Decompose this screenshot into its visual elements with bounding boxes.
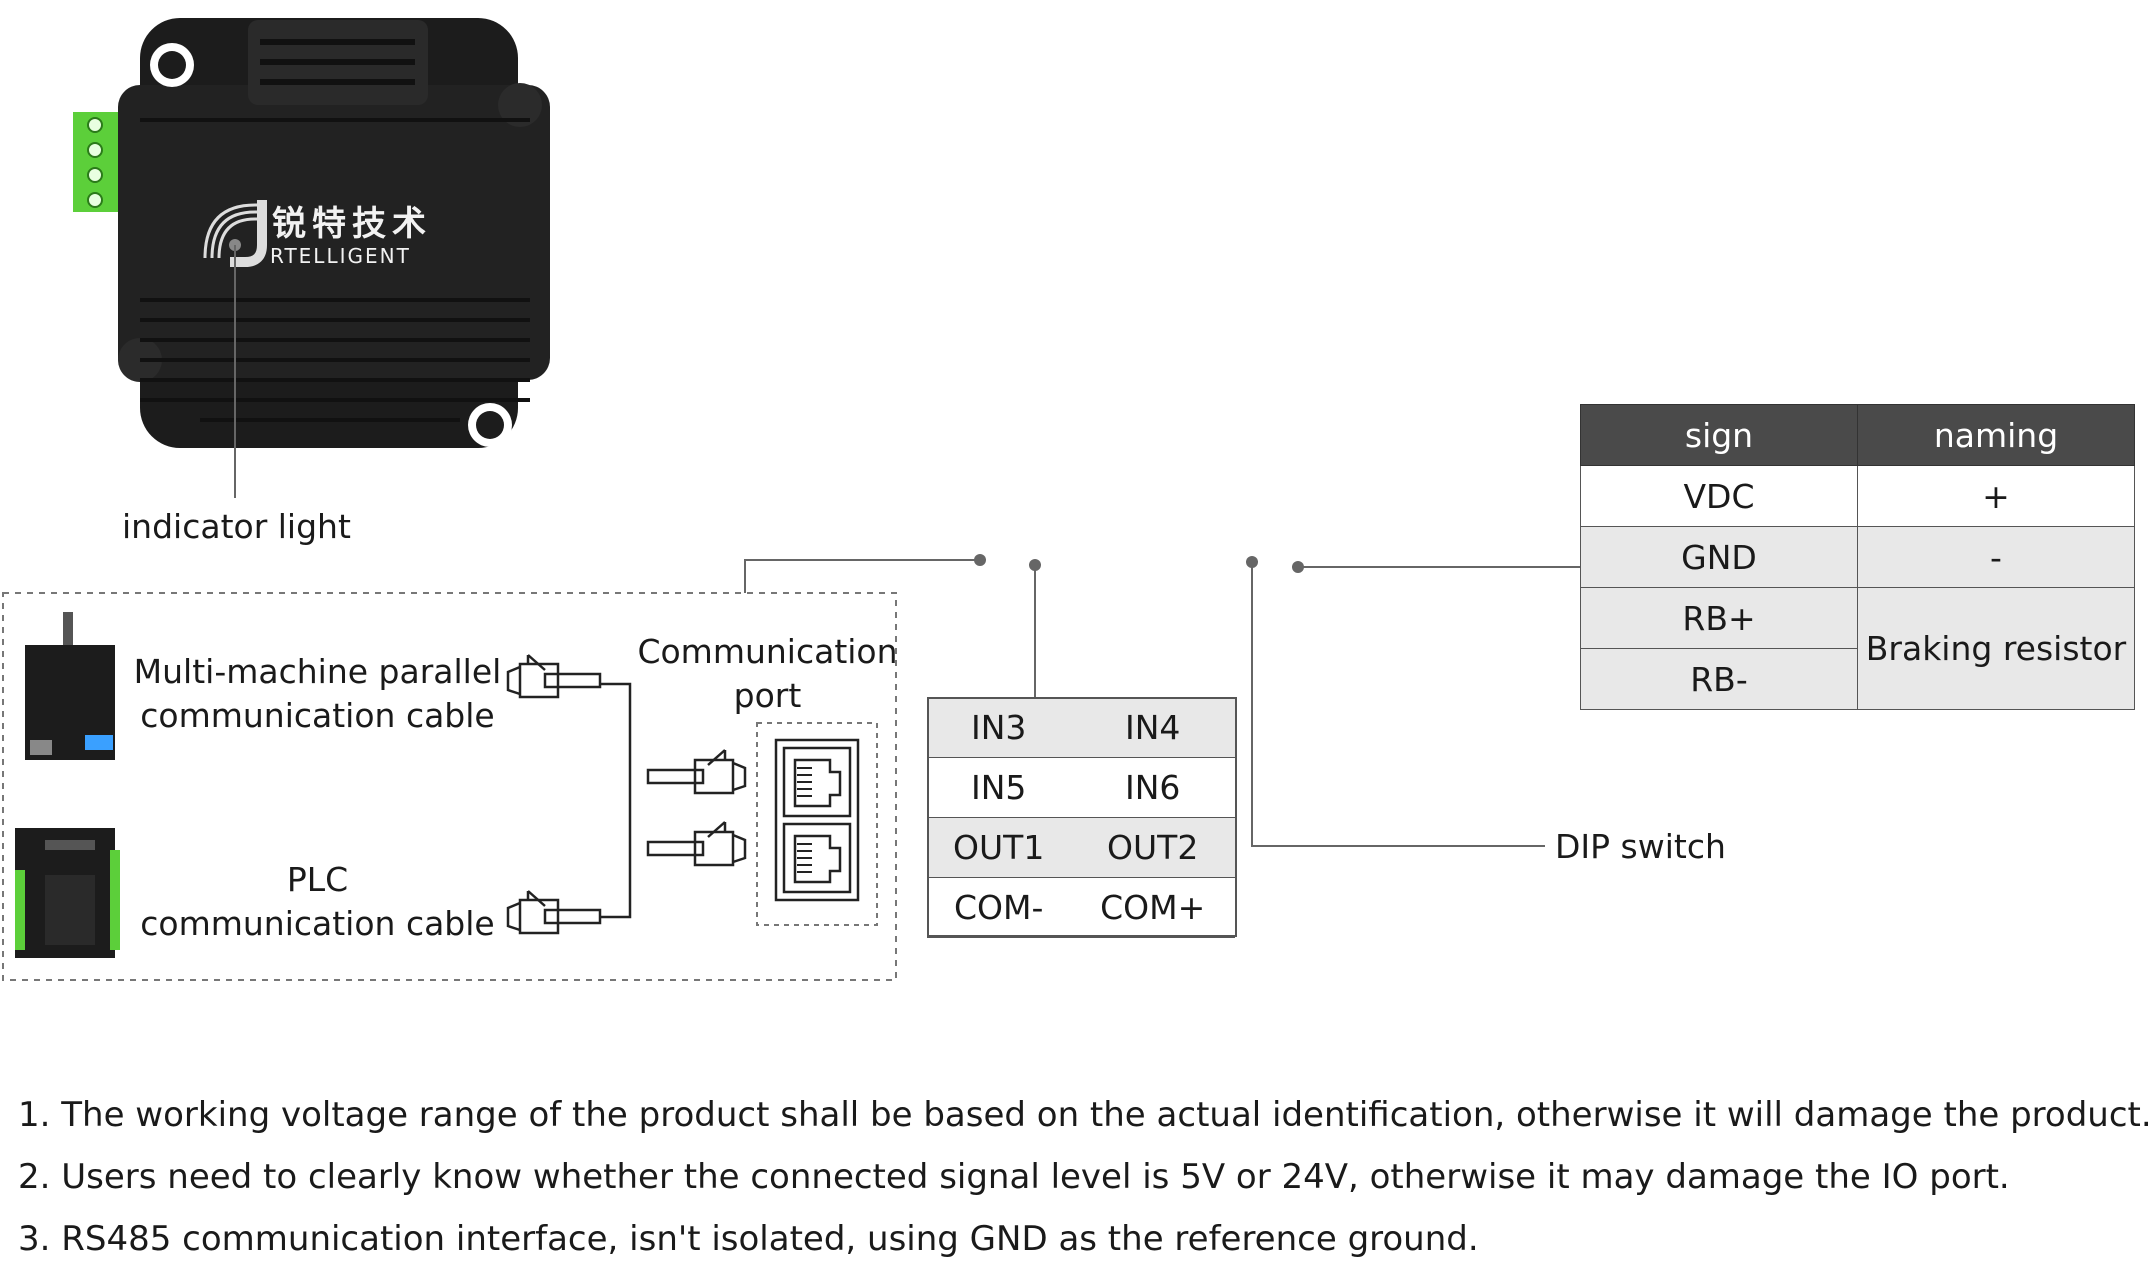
sign-cell: VDC bbox=[1580, 465, 1858, 527]
plc-label-line2: communication cable bbox=[140, 904, 495, 943]
io-cell: IN4 bbox=[1070, 697, 1235, 758]
naming-cell: - bbox=[1857, 526, 2135, 588]
io-row: COM- COM+ bbox=[927, 877, 1235, 938]
logo-chinese: 锐特技术 bbox=[272, 204, 432, 244]
power-terminal-block bbox=[73, 112, 118, 212]
comm-port-line2: port bbox=[733, 676, 802, 715]
power-row: VDC + bbox=[1580, 465, 2135, 527]
socket-pins bbox=[797, 767, 812, 873]
integrated-motor-icon bbox=[25, 612, 115, 760]
communication-port-label: Communication port bbox=[630, 630, 905, 718]
io-signal-table: IN3 IN4 IN5 IN6 OUT1 OUT2 COM- COM+ bbox=[927, 697, 1235, 938]
plc-label-line1: PLC bbox=[286, 860, 349, 899]
leader-dots bbox=[974, 554, 1304, 573]
io-cell: COM- bbox=[927, 877, 1071, 938]
port-dashed-box bbox=[756, 722, 878, 926]
power-row: RB+ Braking resistor bbox=[1580, 587, 2135, 710]
naming-cell-merged: Braking resistor bbox=[1857, 587, 2135, 710]
logo-english: RTELLIGENT bbox=[270, 244, 411, 268]
header-sign: sign bbox=[1580, 404, 1858, 466]
plc-icon bbox=[15, 828, 120, 958]
dip-switch-label: DIP switch bbox=[1555, 827, 1726, 866]
rj45-plug-bottom-left bbox=[506, 890, 602, 935]
io-row: IN3 IN4 bbox=[927, 697, 1235, 758]
note-3: 3. RS485 communication interface, isn't … bbox=[18, 1219, 1479, 1259]
plc-cable-label: PLC communication cable bbox=[130, 858, 505, 946]
note-1: 1. The working voltage range of the prod… bbox=[18, 1095, 2152, 1135]
power-table-header: sign naming bbox=[1580, 404, 2135, 466]
cable-bracket bbox=[600, 682, 632, 919]
leader-lines bbox=[744, 559, 1580, 847]
multi-machine-label-line1: Multi-machine parallel bbox=[133, 652, 502, 691]
io-cell: OUT1 bbox=[927, 817, 1071, 878]
sign-cell: GND bbox=[1580, 526, 1858, 588]
io-row: OUT1 OUT2 bbox=[927, 817, 1235, 878]
header-naming: naming bbox=[1857, 404, 2135, 466]
communication-group-box bbox=[2, 592, 897, 981]
io-cell: IN6 bbox=[1070, 757, 1235, 818]
multi-machine-cable-label: Multi-machine parallel communication cab… bbox=[130, 650, 505, 738]
rj45-plug-bottom-right bbox=[646, 821, 747, 867]
multi-machine-label-line2: communication cable bbox=[140, 696, 495, 735]
indicator-light-label: indicator light bbox=[122, 507, 351, 546]
sign-cell: RB- bbox=[1580, 648, 1858, 710]
rj45-plug-top-left bbox=[506, 654, 602, 699]
io-cell: OUT2 bbox=[1070, 817, 1235, 878]
comm-port-line1: Communication bbox=[637, 632, 898, 671]
indicator-light-leader bbox=[229, 239, 241, 498]
io-row: IN5 IN6 bbox=[927, 757, 1235, 818]
rj45-dual-socket bbox=[774, 738, 860, 902]
power-row: RB- bbox=[1580, 648, 2135, 710]
rj45-plug-top-right bbox=[646, 749, 747, 795]
power-row: GND - bbox=[1580, 526, 2135, 588]
note-2: 2. Users need to clearly know whether th… bbox=[18, 1157, 2010, 1197]
sign-cell: RB+ bbox=[1580, 587, 1858, 649]
naming-cell: + bbox=[1857, 465, 2135, 527]
io-cell: IN5 bbox=[927, 757, 1071, 818]
power-terminal-table: sign naming VDC + GND - RB+ Braking resi… bbox=[1580, 404, 2135, 710]
io-cell: COM+ bbox=[1070, 877, 1235, 938]
io-cell: IN3 bbox=[927, 697, 1071, 758]
